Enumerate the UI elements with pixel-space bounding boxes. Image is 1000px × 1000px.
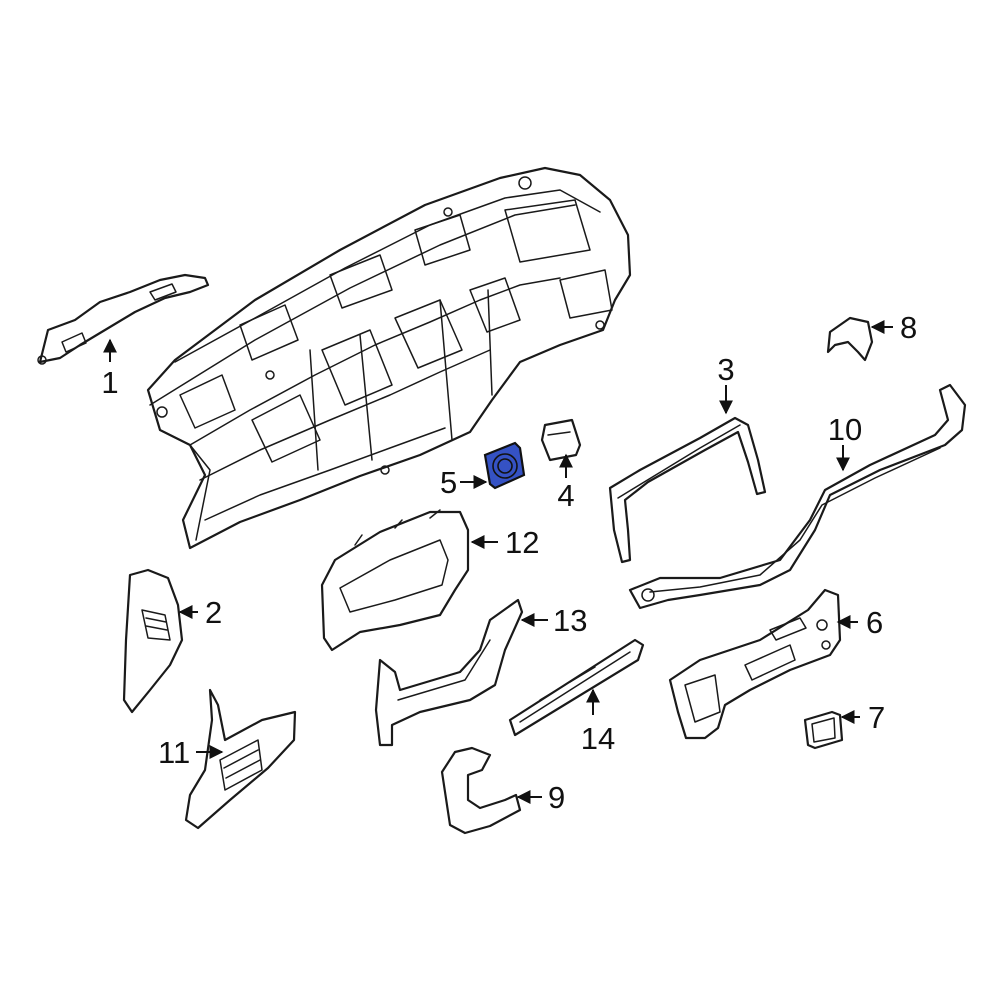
part-3-cluster-surround xyxy=(608,416,767,564)
part-12-cluster-housing xyxy=(320,509,470,652)
part-5-switch-highlighted xyxy=(483,441,526,490)
part-8-end-cap xyxy=(826,316,874,362)
callout-4: 4 xyxy=(557,478,574,513)
callout-5: 5 xyxy=(440,465,457,500)
callout-13: 13 xyxy=(553,603,587,638)
part-2-side-trim xyxy=(122,568,184,714)
part-6-center-bezel xyxy=(668,588,842,740)
part-4-cover xyxy=(540,418,582,462)
part-14-slim-panel xyxy=(508,638,645,737)
part-10-trim-strip xyxy=(628,383,967,610)
callout-1: 1 xyxy=(101,365,118,400)
callout-7: 7 xyxy=(868,700,885,735)
part-7-small-bezel xyxy=(803,710,844,750)
callout-14: 14 xyxy=(581,721,615,756)
part-11-lower-trim xyxy=(184,688,297,830)
part-9-grab-handle xyxy=(440,746,522,835)
callout-3: 3 xyxy=(717,352,734,387)
callout-10: 10 xyxy=(828,412,862,447)
callout-12: 12 xyxy=(505,525,539,560)
callout-8: 8 xyxy=(900,310,917,345)
dash-frame xyxy=(146,166,632,550)
leader-lines xyxy=(103,320,893,804)
callout-11: 11 xyxy=(158,735,190,770)
part-13-lower-bezel xyxy=(374,598,524,747)
callout-6: 6 xyxy=(866,605,883,640)
callout-9: 9 xyxy=(548,780,565,815)
callout-2: 2 xyxy=(205,595,222,630)
part-1-bracket xyxy=(37,273,210,365)
